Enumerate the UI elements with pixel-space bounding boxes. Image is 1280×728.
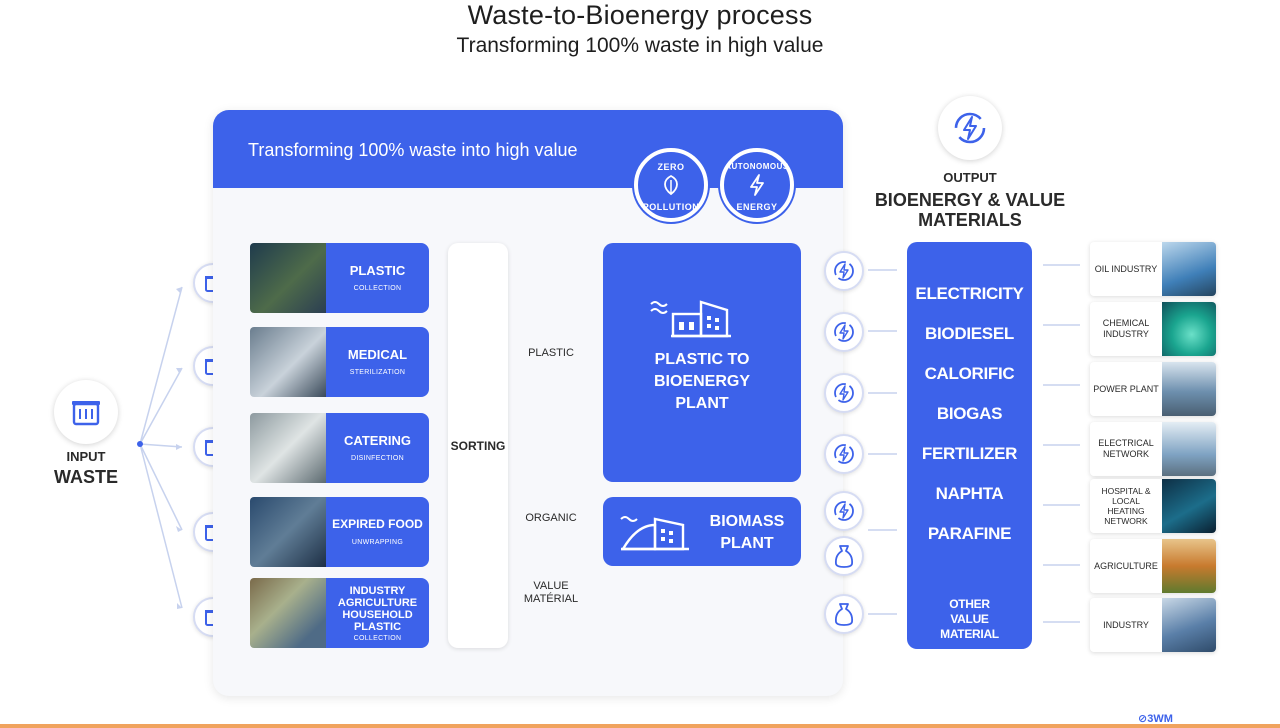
input-label-big: WASTE [53, 467, 118, 487]
source-sub: COLLECTION [353, 285, 402, 292]
industry-label: AGRICULTURE [1094, 560, 1158, 571]
badge-line2: ENERGY [736, 202, 778, 212]
pylon-photo [1162, 422, 1216, 476]
food-machine-photo [250, 497, 326, 567]
bottom-bar [0, 724, 1280, 728]
source-label: INDUSTRY AGRICULTURE HOUSEHOLD PLASTIC [337, 584, 418, 633]
industry-card: INDUSTRY [1090, 598, 1216, 652]
badge-line2: POLLUTION [642, 202, 700, 212]
plastic-to-bioenergy-plant: PLASTIC TO BIOENERGY PLANT [603, 243, 801, 482]
leaf-icon [664, 174, 678, 196]
lightning-icon [750, 174, 764, 196]
page-title: Waste-to-Bioenergy process [467, 0, 813, 30]
industry-label: CHEMICAL INDUSTRY [1102, 318, 1150, 339]
factory-photo [1162, 598, 1216, 652]
product-item: NAPHTA [935, 484, 1004, 503]
tractor-photo [1162, 539, 1216, 593]
source-sub: UNWRAPPING [351, 539, 404, 546]
chemical-photo [1162, 302, 1216, 356]
plastic-plant-label: PLASTIC TO BIOENERGY PLANT [653, 351, 750, 412]
input-waste-bin-icon [54, 380, 118, 444]
logo-icon: ⊘ [1138, 713, 1148, 725]
industry-card: ELECTRICAL NETWORK [1090, 422, 1216, 476]
energy-cycle-icon [824, 312, 864, 352]
badge-line1: ZERO [657, 162, 685, 172]
industry-label: ELECTRICAL NETWORK [1098, 438, 1154, 459]
industry-label: OIL INDUSTRY [1094, 263, 1158, 274]
greenhouse-icon [620, 516, 689, 551]
industry-card: CHEMICAL INDUSTRY [1090, 302, 1216, 356]
industry-card: HOSPITAL & LOCAL HEATING NETWORK [1090, 479, 1216, 533]
source-sub: COLLECTION [353, 634, 402, 642]
page-subtitle: Transforming 100% waste in high value [456, 34, 824, 57]
output-label-small: OUTPUT [943, 170, 997, 185]
input-label-small: INPUT [66, 449, 106, 464]
hospital-photo [1162, 479, 1216, 533]
product-item: CALORIFIC [924, 364, 1015, 383]
source-label: MEDICAL [347, 347, 408, 362]
industry-label: HOSPITAL & LOCAL HEATING NETWORK [1101, 486, 1151, 526]
product-item: FERTILIZER [921, 444, 1018, 463]
refinery-photo [1162, 242, 1216, 296]
industry-label: POWER PLANT [1093, 383, 1159, 394]
waste-pile-photo [250, 578, 326, 648]
medical-machine-photo [250, 327, 326, 397]
energy-cycle-icon [824, 434, 864, 474]
product-item: BIODIESEL [925, 324, 1014, 343]
sack-icon [824, 536, 864, 576]
energy-cycle-icon [824, 251, 864, 291]
flow-label-organic: ORGANIC [525, 512, 577, 524]
company-logo: ⊘3WM [1138, 712, 1173, 725]
energy-cycle-icon [824, 373, 864, 413]
badge-line1: AUTONOMOUS [725, 162, 789, 171]
energy-cycle-icon [824, 491, 864, 531]
autonomous-energy-badge: AUTONOMOUS ENERGY [720, 148, 794, 222]
products-column: ELECTRICITY BIODIESEL CALORIFIC BIOGAS F… [907, 242, 1032, 649]
product-other: OTHER VALUE MATERIAL [940, 597, 999, 641]
product-item: PARAFINE [927, 524, 1012, 543]
zero-pollution-badge: ZERO POLLUTION [634, 148, 708, 222]
output-energy-cycle-icon [938, 96, 1002, 160]
source-expired-food: EXPIRED FOOD UNWRAPPING [326, 497, 429, 567]
source-sub: DISINFECTION [351, 455, 404, 462]
industry-card: OIL INDUSTRY [1090, 242, 1216, 296]
source-label: EXPIRED FOOD [332, 517, 423, 531]
plastic-collection-photo [250, 243, 326, 313]
flow-label-value: VALUE MATÉRIAL [523, 580, 579, 605]
logo-text: 3WM [1147, 713, 1173, 725]
factory-icon [650, 300, 731, 338]
source-plastic: PLASTIC COLLECTION [326, 243, 429, 313]
industry-label: INDUSTRY [1103, 619, 1149, 630]
product-item: BIOGAS [936, 404, 1003, 423]
flow-label-plastic: PLASTIC [528, 347, 574, 359]
source-label: PLASTIC [349, 263, 406, 278]
power-plant-photo [1162, 362, 1216, 416]
process-card-header-text: Transforming 100% waste into high value [248, 140, 578, 160]
catering-machine-photo [250, 413, 326, 483]
source-medical: MEDICAL STERILIZATION [326, 327, 429, 397]
sorting-column: SORTING [448, 243, 508, 648]
product-item: ELECTRICITY [915, 284, 1024, 303]
sack-icon [824, 594, 864, 634]
industry-card: POWER PLANT [1090, 362, 1216, 416]
source-sub: STERILIZATION [349, 369, 406, 376]
sorting-label: SORTING [450, 438, 506, 453]
industry-card: AGRICULTURE [1090, 539, 1216, 593]
source-label: CATERING [344, 433, 411, 448]
biomass-plant-label: BIOMASS PLANT [709, 513, 785, 552]
output-label-big: BIOENERGY & VALUE MATERIALS [874, 190, 1066, 230]
source-catering: CATERING DISINFECTION [326, 413, 429, 483]
source-industry: INDUSTRY AGRICULTURE HOUSEHOLD PLASTIC C… [326, 578, 429, 648]
biomass-plant: BIOMASS PLANT [603, 497, 801, 566]
